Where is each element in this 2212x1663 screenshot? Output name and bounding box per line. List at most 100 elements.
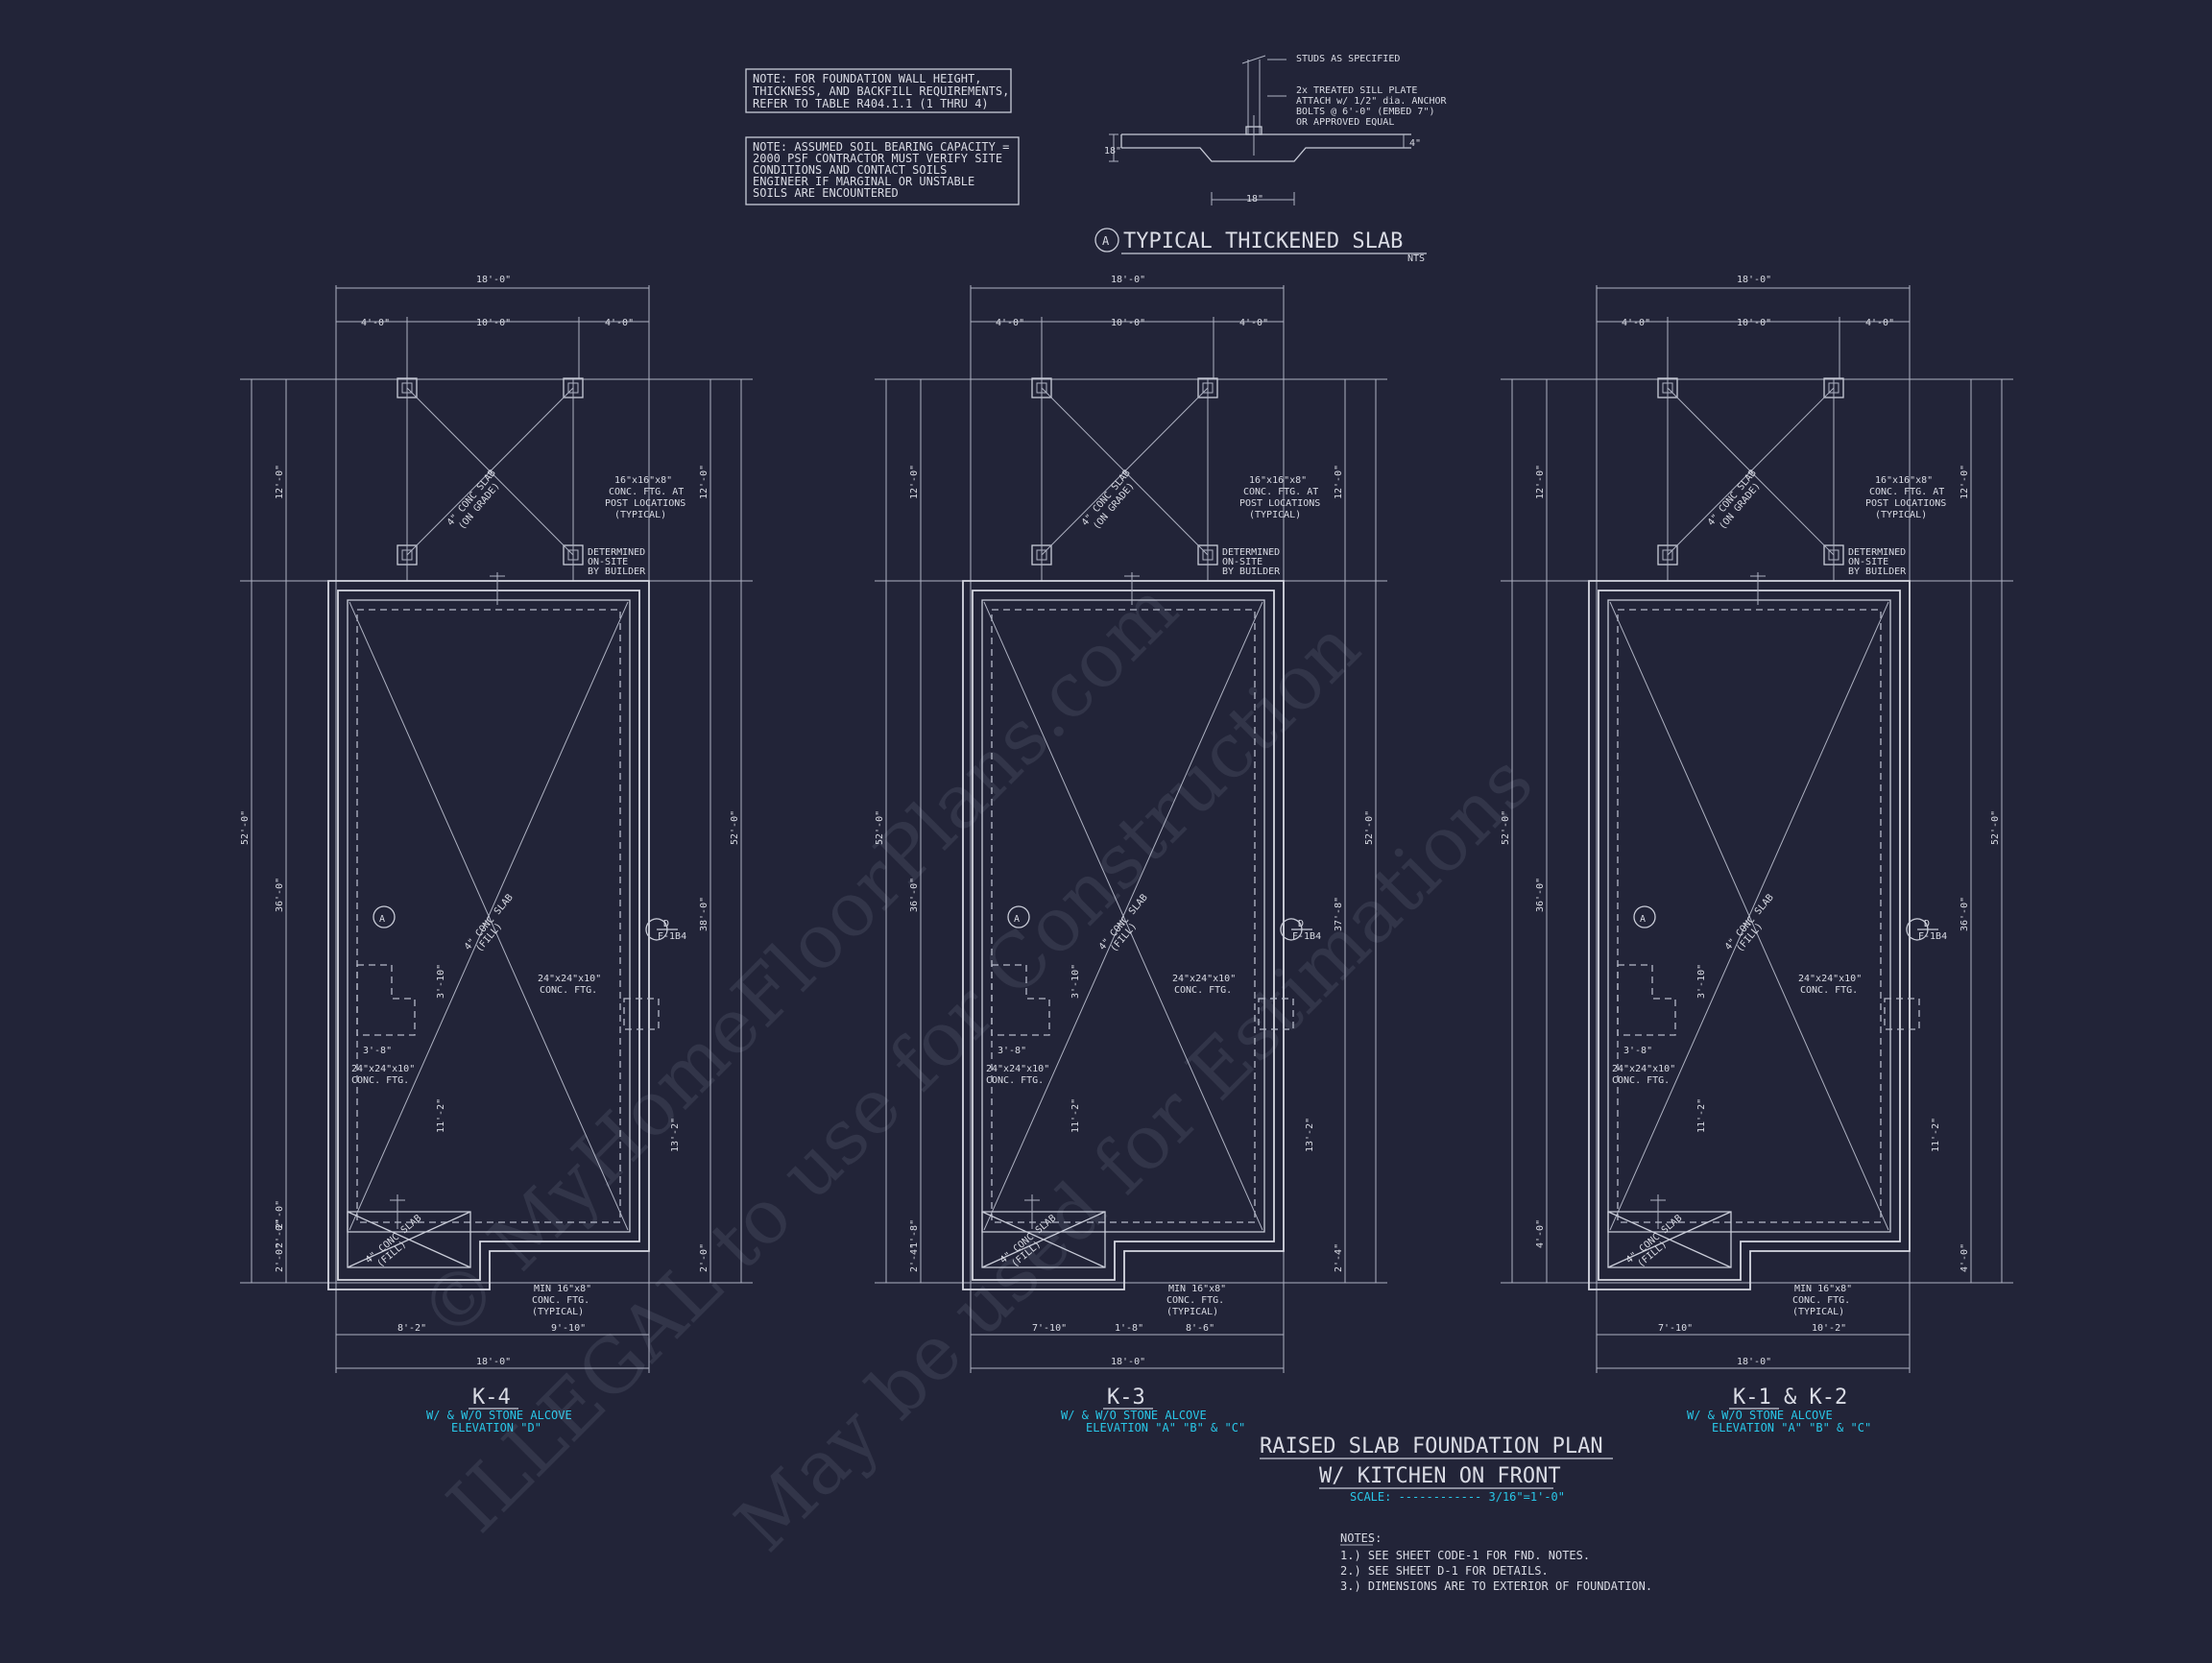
dim-bottom-left: 7'-10" bbox=[1658, 1323, 1693, 1334]
dim-right-r1: 13'-2" bbox=[1305, 1118, 1315, 1152]
note1-line2: THICKNESS, AND BACKFILL REQUIREMENTS, bbox=[753, 84, 1009, 98]
callout-post-ftg-4: (TYPICAL) bbox=[1875, 510, 1927, 520]
dim-right-r2: 2'-4" bbox=[1334, 1243, 1344, 1272]
callout-post-ftg-2: CONC. FTG. AT bbox=[1243, 487, 1318, 497]
plan-subtitle-1: W/ & W/O STONE ALCOVE bbox=[1687, 1409, 1833, 1422]
plan-subtitle-2: ELEVATION "A" "B" & "C" bbox=[1712, 1421, 1871, 1434]
detail-width-dim: 18" bbox=[1246, 194, 1263, 205]
callout-ftg24-right-2: CONC. FTG. bbox=[1174, 985, 1232, 996]
dim-right-main: 36'-0" bbox=[1960, 897, 1970, 931]
callout-determined-2: ON-SITE bbox=[1222, 557, 1262, 567]
detail-depth-dim: 18" bbox=[1104, 146, 1121, 157]
dim-top-mid: 10'-0" bbox=[476, 318, 511, 328]
detail-sill-line1: 2x TREATED SILL PLATE bbox=[1296, 85, 1417, 96]
dim-bottom-right: 10'-2" bbox=[1812, 1323, 1846, 1334]
watermark: © MyHomeFloorPlans.com ILLEGAL to use fo… bbox=[403, 566, 1550, 1568]
dim-right-porch: 12'-0" bbox=[699, 465, 709, 499]
callout-min-ftg-2: CONC. FTG. bbox=[1166, 1295, 1224, 1306]
dim-inner-b: 3'-10" bbox=[1696, 964, 1707, 999]
section-marker-a: A bbox=[379, 914, 385, 925]
dim-top-overall: 18'-0" bbox=[1737, 275, 1771, 285]
dim-left-porch: 12'-0" bbox=[909, 465, 920, 499]
dim-right-overall: 52'-0" bbox=[1990, 810, 2001, 845]
dim-left-overall: 52'-0" bbox=[875, 810, 885, 845]
dim-top-right: 4'-0" bbox=[1239, 318, 1268, 328]
callout-ftg24-right-2: CONC. FTG. bbox=[1800, 985, 1858, 996]
dim-left-b2: 2'-4" bbox=[909, 1243, 920, 1272]
dim-top-mid: 10'-0" bbox=[1737, 318, 1771, 328]
callout-determined-1: DETERMINED bbox=[1848, 547, 1906, 558]
callout-post-ftg-4: (TYPICAL) bbox=[1249, 510, 1301, 520]
note1-line3: REFER TO TABLE R404.1.1 (1 THRU 4) bbox=[753, 97, 989, 110]
note-box-wall-height: NOTE: FOR FOUNDATION WALL HEIGHT, THICKN… bbox=[745, 68, 1012, 113]
main-title-line2: W/ KITCHEN ON FRONT bbox=[1319, 1464, 1561, 1488]
callout-ftg24-right-1: 24"x24"x10" bbox=[1798, 974, 1862, 984]
general-note-2: 2.) SEE SHEET D-1 FOR DETAILS. bbox=[1340, 1564, 1549, 1578]
dim-inner-c: 11'-2" bbox=[1070, 1098, 1081, 1133]
callout-post-ftg-3: POST LOCATIONS bbox=[1239, 498, 1320, 509]
plan-name: K-3 bbox=[1107, 1386, 1145, 1410]
dim-bottom-overall: 18'-0" bbox=[476, 1357, 511, 1367]
plan-subtitle-2: ELEVATION "A" "B" & "C" bbox=[1086, 1421, 1245, 1434]
callout-post-ftg-2: CONC. FTG. AT bbox=[1869, 487, 1944, 497]
callout-determined-3: BY BUILDER bbox=[1222, 566, 1281, 577]
dim-left-porch: 12'-0" bbox=[1535, 465, 1546, 499]
plan-subtitle-2: ELEVATION "D" bbox=[451, 1421, 541, 1434]
general-notes-heading: NOTES: bbox=[1340, 1531, 1382, 1545]
main-title-scale: SCALE: ------------ 3/16"=1'-0" bbox=[1350, 1490, 1565, 1504]
callout-min-ftg-3: (TYPICAL) bbox=[1166, 1307, 1218, 1317]
main-title-line1: RAISED SLAB FOUNDATION PLAN bbox=[1260, 1434, 1603, 1458]
dim-top-right: 4'-0" bbox=[1865, 318, 1894, 328]
dim-inner-b: 3'-10" bbox=[1070, 964, 1081, 999]
section-ref-sheet: F-1B4 bbox=[1292, 931, 1321, 942]
dim-right-main: 37'-8" bbox=[1334, 897, 1344, 931]
dim-right-overall: 52'-0" bbox=[730, 810, 740, 845]
section-marker-a: A bbox=[1014, 914, 1020, 925]
callout-determined-1: DETERMINED bbox=[588, 547, 645, 558]
callout-ftg24-left-2: CONC. FTG. bbox=[986, 1075, 1044, 1086]
note2-line2: 2000 PSF CONTRACTOR MUST VERIFY SITE bbox=[753, 152, 1002, 165]
dim-right-r1: 13'-2" bbox=[670, 1118, 681, 1152]
note2-line5: SOILS ARE ENCOUNTERED bbox=[753, 186, 899, 200]
section-ref-sheet: F-1B4 bbox=[1918, 931, 1947, 942]
callout-min-ftg-2: CONC. FTG. bbox=[532, 1295, 589, 1306]
callout-determined-2: ON-SITE bbox=[588, 557, 628, 567]
dim-right-r2: 4'-0" bbox=[1960, 1243, 1970, 1272]
dim-inner-a: 3'-8" bbox=[1623, 1046, 1652, 1056]
note1-line1: NOTE: FOR FOUNDATION WALL HEIGHT, bbox=[753, 72, 981, 85]
dim-bottom-right: 8'-6" bbox=[1186, 1323, 1214, 1334]
dim-left-b3: 2'-0" bbox=[275, 1200, 285, 1229]
plan-subtitle-1: W/ & W/O STONE ALCOVE bbox=[426, 1409, 572, 1422]
note2-line3: CONDITIONS AND CONTACT SOILS bbox=[753, 163, 947, 177]
dim-top-left: 4'-0" bbox=[996, 318, 1024, 328]
dim-left-main: 36'-0" bbox=[275, 878, 285, 912]
dim-bottom-overall: 18'-0" bbox=[1737, 1357, 1771, 1367]
foundation-plans: 18'-0"4'-0"10'-0"4'-0"18'-0"8'-2"9'-10"5… bbox=[240, 275, 2013, 1434]
dim-inner-c: 11'-2" bbox=[436, 1098, 446, 1133]
callout-ftg24-left-1: 24"x24"x10" bbox=[351, 1064, 415, 1074]
main-title-block: RAISED SLAB FOUNDATION PLAN W/ KITCHEN O… bbox=[1260, 1434, 1613, 1504]
callout-ftg24-right-2: CONC. FTG. bbox=[540, 985, 597, 996]
dim-right-r2: 2'-0" bbox=[699, 1243, 709, 1272]
dim-left-overall: 52'-0" bbox=[1501, 810, 1511, 845]
dim-left-b1: 4'-0" bbox=[1535, 1219, 1546, 1248]
callout-post-ftg-4: (TYPICAL) bbox=[614, 510, 666, 520]
callout-post-ftg-1: 16"x16"x8" bbox=[1249, 475, 1307, 486]
callout-min-ftg-3: (TYPICAL) bbox=[532, 1307, 584, 1317]
general-note-1: 1.) SEE SHEET CODE-1 FOR FND. NOTES. bbox=[1340, 1549, 1590, 1562]
callout-min-ftg-1: MIN 16"x8" bbox=[1168, 1284, 1226, 1294]
callout-ftg24-left-2: CONC. FTG. bbox=[351, 1075, 409, 1086]
callout-ftg24-left-1: 24"x24"x10" bbox=[1612, 1064, 1675, 1074]
dim-inner-a: 3'-8" bbox=[363, 1046, 392, 1056]
callout-min-ftg-3: (TYPICAL) bbox=[1792, 1307, 1844, 1317]
dim-top-right: 4'-0" bbox=[605, 318, 634, 328]
detail-sill-line2: ATTACH w/ 1/2" dia. ANCHOR bbox=[1296, 96, 1448, 107]
callout-post-ftg-1: 16"x16"x8" bbox=[614, 475, 672, 486]
callout-post-ftg-3: POST LOCATIONS bbox=[1865, 498, 1946, 509]
callout-min-ftg-2: CONC. FTG. bbox=[1792, 1295, 1850, 1306]
callout-post-ftg-1: 16"x16"x8" bbox=[1875, 475, 1933, 486]
dim-left-main: 36'-0" bbox=[1535, 878, 1546, 912]
dim-bottom-mid: 1'-8" bbox=[1115, 1323, 1143, 1334]
dim-left-b1: 2'-0" bbox=[275, 1219, 285, 1248]
